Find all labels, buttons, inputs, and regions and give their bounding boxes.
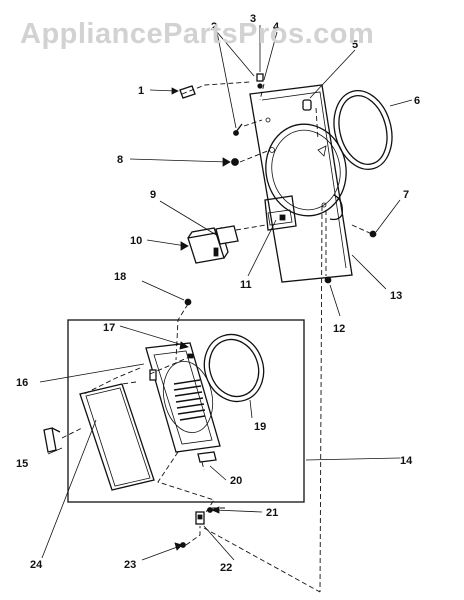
bracket-5 [302, 99, 312, 111]
callout-5: 5 [352, 39, 358, 51]
callout-14: 14 [400, 455, 413, 467]
callout-16: 16 [16, 377, 28, 389]
callout-11: 11 [240, 279, 252, 291]
callout-9: 9 [150, 189, 156, 201]
front-panel [249, 84, 353, 283]
door-seal-ring [333, 90, 393, 170]
callout-8: 8 [117, 154, 123, 166]
callout-6: 6 [414, 95, 420, 107]
callout-22: 22 [220, 562, 232, 574]
outer-door-panel [79, 383, 155, 491]
screw-12 [324, 276, 332, 284]
callout-20: 20 [230, 475, 242, 487]
callout-19: 19 [254, 421, 266, 433]
callout-10: 10 [130, 235, 142, 247]
callout-7: 7 [403, 189, 409, 201]
watermark: AppliancePartsPros.com [20, 18, 375, 50]
assembly-lines-upper [175, 81, 373, 593]
callout-24: 24 [30, 559, 43, 571]
assembly-lines-lower [61, 354, 321, 593]
pad-1 [179, 85, 196, 99]
callout-21: 21 [266, 507, 278, 519]
door-handle [43, 427, 61, 453]
leaders-lower [39, 325, 401, 561]
screw-8 [231, 158, 239, 166]
inner-door-frame [145, 342, 221, 453]
callout-2: 2 [211, 21, 217, 33]
door-assembly-box [67, 319, 305, 503]
screw-2 [233, 123, 243, 136]
callout-17: 17 [103, 322, 115, 334]
screw-7 [369, 230, 377, 238]
door-strike [197, 451, 217, 463]
callout-4: 4 [273, 21, 280, 33]
control-label [215, 225, 239, 245]
callout-18: 18 [114, 271, 126, 283]
screw-18 [184, 298, 192, 306]
callout-labels: 1 2 3 4 5 6 7 8 9 10 11 12 13 14 15 16 1… [16, 13, 420, 574]
callout-1: 1 [138, 85, 144, 97]
callout-12: 12 [333, 323, 345, 335]
clip-3 [256, 73, 264, 89]
callout-13: 13 [390, 290, 402, 302]
latch-22 [195, 511, 205, 525]
callout-15: 15 [16, 458, 28, 470]
door-gasket-ring [203, 333, 265, 403]
callout-23: 23 [124, 559, 136, 571]
leaders-upper [129, 25, 413, 317]
callout-3: 3 [250, 13, 256, 25]
